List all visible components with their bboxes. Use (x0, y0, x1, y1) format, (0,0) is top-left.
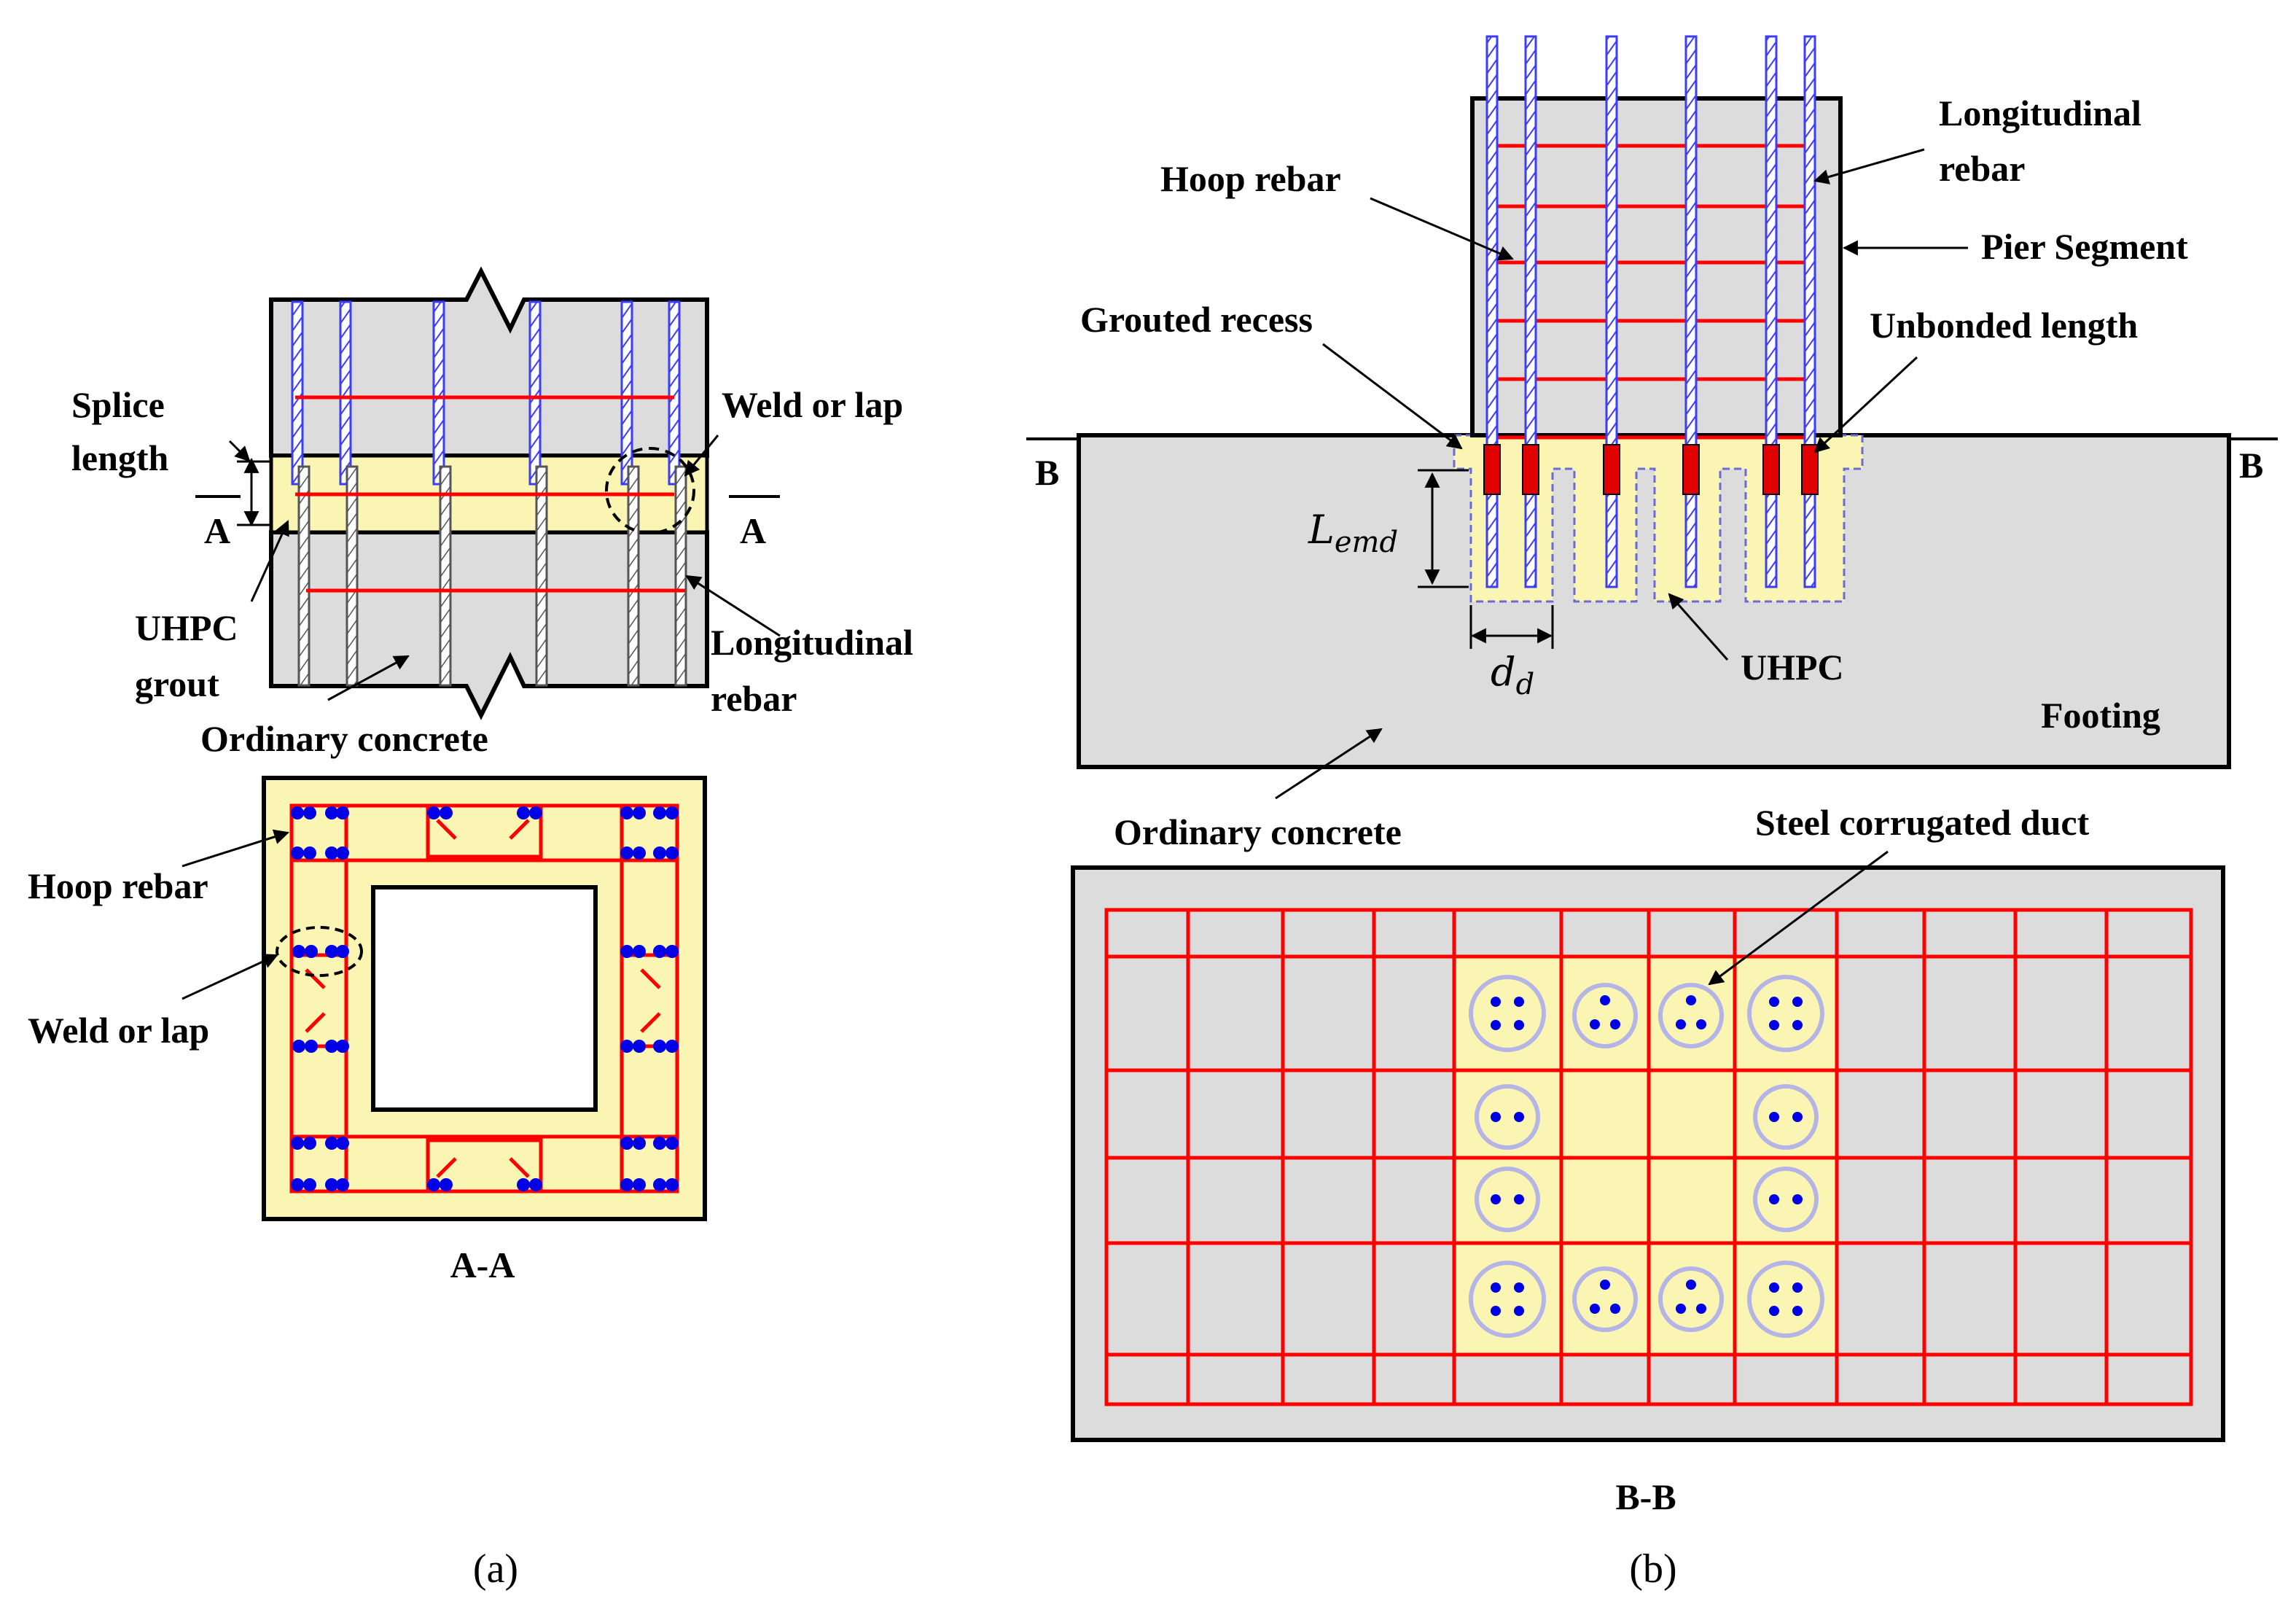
grouted-recess-leader (1322, 343, 1463, 450)
section-bb-uhpc-area (1454, 957, 1837, 1355)
steel-duct-leader (1708, 850, 1889, 986)
label-rebar-b: rebar (1939, 148, 2025, 189)
uhpc-b-leader (1668, 593, 1729, 661)
upper-longitudinal-bars (291, 300, 681, 486)
hoop-rebar-b-leader (1370, 197, 1514, 261)
unbonded-length-leader (1813, 356, 1918, 453)
label-pier-segment: Pier Segment (1981, 226, 2188, 267)
label-section-aa: A-A (450, 1245, 515, 1285)
label-section-b-left: B (1035, 452, 1059, 493)
hoop-rebar-lines-a (295, 395, 685, 593)
panel-b-section: Steel corrugated duct B-B (b) (1071, 802, 2225, 1592)
label-longitudinal-b: Longitudinal (1939, 93, 2141, 133)
section-weld-lap-marker (276, 926, 363, 977)
hoop-rebar-a-leader (181, 829, 290, 868)
label-ordinary-concrete-a: Ordinary concrete (200, 718, 488, 759)
section-aa-rebar-dots (291, 806, 679, 1191)
label-ordinary-concrete-b: Ordinary concrete (1114, 811, 1402, 852)
label-weld-or-lap-section: Weld or lap (28, 1010, 209, 1051)
label-splice: Splice (71, 384, 165, 425)
weld-lap-leader (684, 435, 719, 477)
pier-longitudinal-bars (1485, 35, 1816, 588)
lower-pier-concrete (269, 530, 709, 720)
label-length: length (71, 437, 169, 478)
label-rebar-a: rebar (711, 678, 797, 719)
label-embed-length: Lemd (1308, 507, 1398, 559)
label-uhpc-b: UHPC (1741, 647, 1844, 688)
panel-a-elevation: Splice length Weld or lap A A UHPC grout… (71, 266, 913, 759)
unbonded-sleeves (1483, 444, 1819, 495)
ordinary-concrete-b-leader (1275, 728, 1383, 800)
label-grouted-recess: Grouted recess (1080, 299, 1313, 340)
caption-a: (a) (473, 1546, 518, 1592)
label-hoop-rebar-a: Hoop rebar (28, 865, 208, 906)
label-footing: Footing (2041, 695, 2160, 736)
splice-leader (228, 440, 251, 462)
label-grout: grout (135, 663, 219, 704)
panel-a-section: Hoop rebar Weld or lap A-A (a) (28, 776, 707, 1592)
label-section-a-right: A (740, 510, 766, 551)
label-steel-duct: Steel corrugated duct (1755, 802, 2090, 843)
uhpc-grout-leader (250, 520, 289, 602)
label-section-bb: B-B (1615, 1476, 1676, 1517)
label-weld-or-lap: Weld or lap (722, 384, 903, 425)
label-longitudinal-a: Longitudinal (711, 622, 913, 663)
longitudinal-a-leader (685, 575, 781, 637)
section-bb-ducts (1469, 975, 1824, 1338)
label-section-b-right: B (2239, 445, 2263, 486)
panel-b-elevation: Hoop rebar Longitudinal rebar Pier Segme… (1026, 35, 2278, 852)
label-unbonded-length: Unbonded length (1870, 305, 2138, 346)
section-bb-duct-bars (1491, 995, 1803, 1316)
ordinary-concrete-a-leader (327, 655, 410, 701)
label-uhpc: UHPC (135, 607, 238, 648)
section-aa-hollow (371, 885, 598, 1112)
upper-pier-concrete (269, 266, 709, 458)
section-bb-grid (1104, 908, 2193, 1406)
longitudinal-b-leader (1813, 148, 1925, 184)
label-duct-diameter: dd (1491, 649, 1534, 701)
caption-b: (b) (1629, 1546, 1676, 1592)
label-hoop-rebar-b: Hoop rebar (1160, 158, 1341, 199)
label-section-a-left: A (204, 510, 230, 551)
pier-hoop-lines (1487, 144, 1811, 440)
uhpc-grouted-recess (1453, 434, 1864, 603)
weld-lap-marker (605, 447, 695, 534)
weld-lap-section-leader (181, 954, 278, 1000)
